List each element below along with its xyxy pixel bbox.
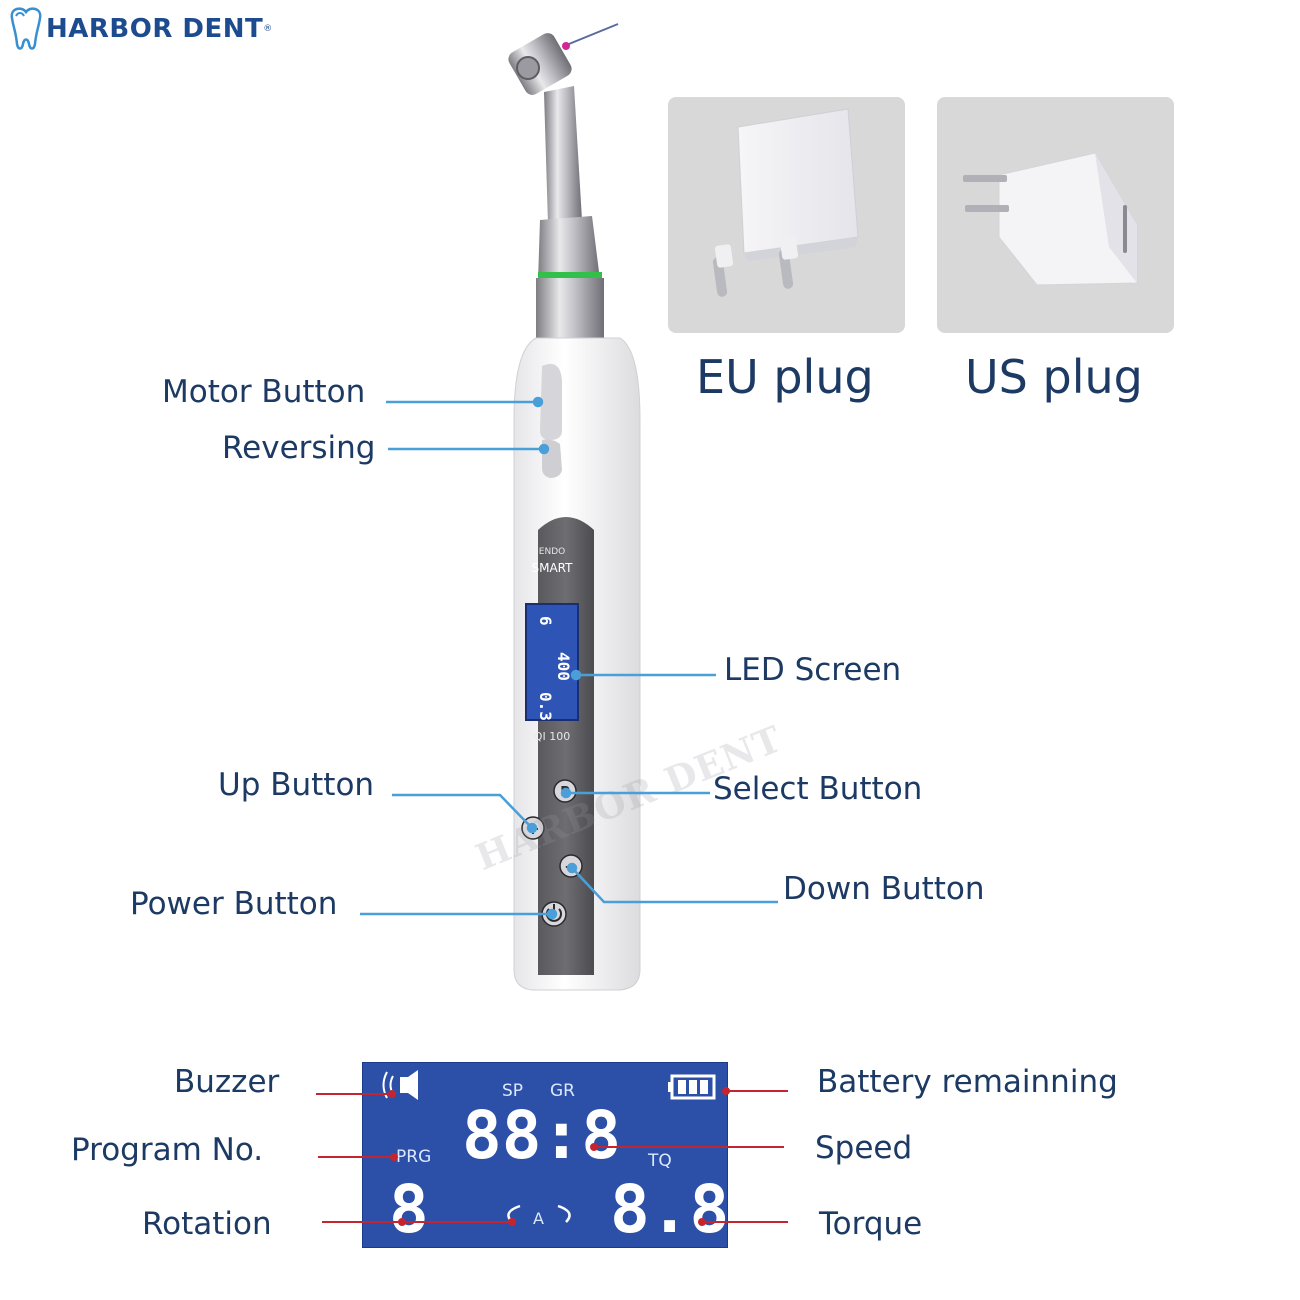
eu-plug-label: EU plug [696, 350, 874, 404]
lcd-label-rotation: Rotation [142, 1206, 272, 1242]
callout-power-button: Power Button [130, 886, 338, 922]
device-brand-line1: ENDO [539, 547, 565, 557]
tooth-icon [10, 7, 42, 50]
brand-logo: HARBOR DENT ® [6, 4, 272, 54]
lcd-diagram: SP GR 88:8 PRG 8 TQ 8.8 A [362, 1062, 728, 1248]
us-plug-card [937, 97, 1174, 333]
device-callout-lines [360, 396, 778, 920]
lcd-speed-digits: 88:8 [462, 1097, 621, 1174]
us-plug-label: US plug [965, 350, 1143, 404]
lcd-label-speed: Speed [815, 1130, 913, 1166]
lcd-tq-label: TQ [647, 1151, 672, 1171]
us-plug-image [963, 152, 1138, 286]
lcd-label-torque: Torque [819, 1206, 923, 1242]
callout-select-button: Select Button [713, 771, 923, 807]
device-lcd-program: 6 [536, 616, 555, 626]
callout-led-screen: LED Screen [724, 652, 902, 688]
lcd-prg-label: PRG [396, 1147, 431, 1167]
callout-motor-button: Motor Button [162, 374, 366, 410]
lcd-leader-lines [316, 1087, 788, 1226]
device-model: QI 100 [534, 730, 570, 743]
callout-down-button: Down Button [783, 871, 985, 907]
eu-plug-image [712, 108, 859, 297]
lcd-torque-digits: 8.8 [610, 1171, 728, 1248]
lcd-program-digit: 8 [389, 1171, 429, 1248]
lcd-label-buzzer: Buzzer [174, 1064, 280, 1100]
eu-plug-card [668, 97, 905, 333]
lcd-label-battery: Battery remainning [817, 1064, 1118, 1100]
lcd-label-program-no: Program No. [71, 1132, 264, 1168]
lcd-rotation-mark: A [533, 1209, 544, 1228]
callout-up-button: Up Button [218, 767, 375, 803]
brand-reg-mark: ® [263, 24, 273, 34]
brand-name: HARBOR DENT [46, 14, 264, 44]
lcd-sp-label: SP [502, 1081, 523, 1101]
device-lcd [525, 603, 579, 721]
device-lcd-speed: 400 [554, 652, 573, 681]
callout-reversing: Reversing [222, 430, 376, 466]
lcd-gr-label: GR [550, 1081, 575, 1101]
device-lcd-torque: 0.3 [536, 692, 555, 721]
endo-motor-handpiece: ENDO SMART 6 400 0.3 QI 100 P + − [508, 23, 641, 991]
device-brand-line2: SMART [532, 561, 574, 575]
battery-icon [668, 1074, 716, 1100]
